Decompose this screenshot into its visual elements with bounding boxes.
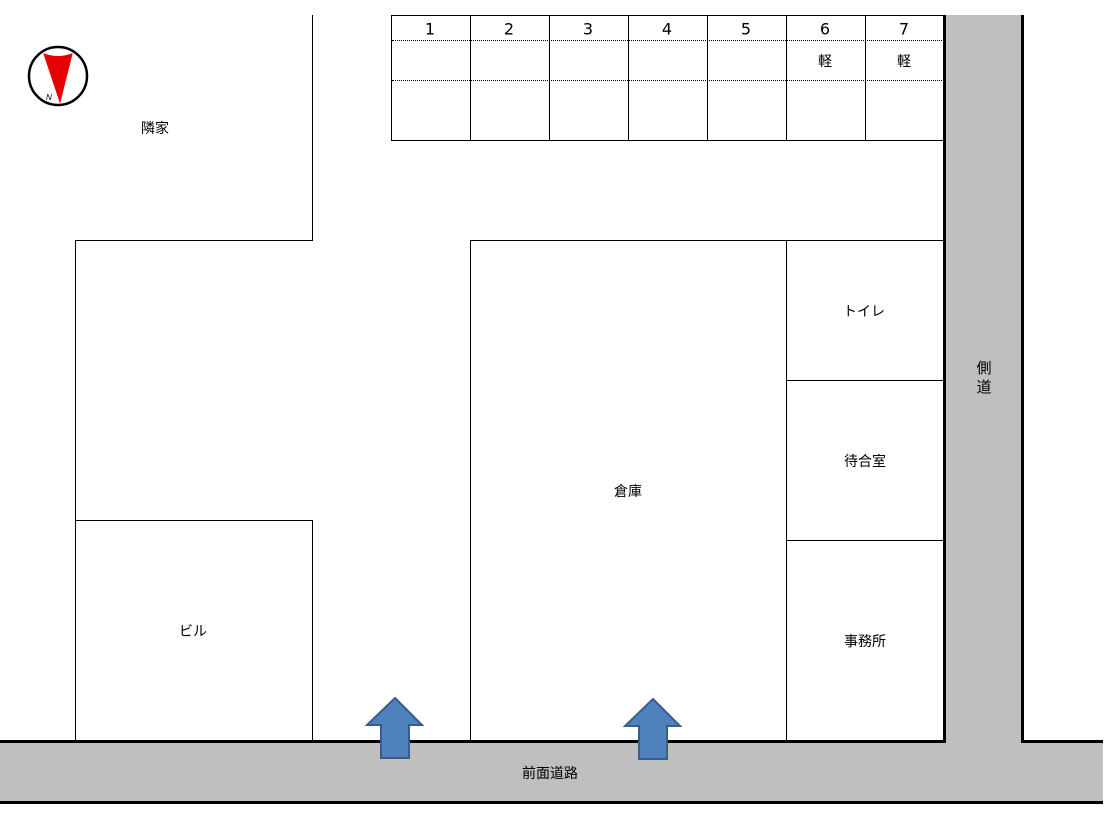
parking-divider-3 xyxy=(628,15,629,141)
parking-space-6-number: 6 xyxy=(819,19,831,39)
side-road xyxy=(946,15,1021,743)
parking-space-5-number: 5 xyxy=(740,19,752,39)
warehouse-area xyxy=(470,240,787,741)
parking-space-1-number: 1 xyxy=(424,19,436,39)
parking-divider-top xyxy=(392,40,944,41)
parking-space-4-number: 4 xyxy=(661,19,673,39)
parking-divider-4 xyxy=(707,15,708,141)
parking-grid xyxy=(391,15,944,141)
front-road-top-edge-right xyxy=(1021,740,1103,743)
parking-space-7-number: 7 xyxy=(898,19,910,39)
waiting-room-label: 待合室 xyxy=(844,454,886,470)
compass-north-label: N xyxy=(46,93,52,102)
front-road xyxy=(0,743,1103,801)
building-area xyxy=(75,520,313,741)
left-lot-vertical xyxy=(75,240,76,741)
side-road-right-edge xyxy=(1021,15,1024,743)
office-label: 事務所 xyxy=(844,634,886,650)
parking-divider-mid xyxy=(392,80,944,81)
side-road-label: 側道 xyxy=(976,359,992,396)
parking-space-7-note: 軽 xyxy=(897,54,911,70)
toilet-room xyxy=(786,240,944,381)
entrance-arrow-icon xyxy=(622,697,683,760)
parking-divider-2 xyxy=(549,15,550,141)
compass-icon xyxy=(27,45,89,107)
parking-divider-1 xyxy=(470,15,471,141)
front-road-label: 前面道路 xyxy=(522,766,578,782)
neighbor-house-label: 隣家 xyxy=(141,121,169,137)
neighbor-boundary-vertical xyxy=(312,15,313,241)
parking-space-3-number: 3 xyxy=(582,19,594,39)
parking-space-6-note: 軽 xyxy=(818,54,832,70)
side-road-left-edge xyxy=(943,15,946,743)
parking-space-2-number: 2 xyxy=(503,19,515,39)
front-road-top-edge-left xyxy=(0,740,946,743)
parking-divider-6 xyxy=(865,15,866,141)
office-room xyxy=(786,540,944,741)
front-road-bottom-edge xyxy=(0,801,1103,804)
toilet-label: トイレ xyxy=(843,304,885,320)
building-label: ビル xyxy=(179,624,207,640)
entrance-arrow-icon xyxy=(364,696,425,759)
parking-divider-5 xyxy=(786,15,787,141)
waiting-room xyxy=(786,380,944,541)
warehouse-label: 倉庫 xyxy=(614,484,642,500)
neighbor-boundary-horizontal xyxy=(75,240,313,241)
